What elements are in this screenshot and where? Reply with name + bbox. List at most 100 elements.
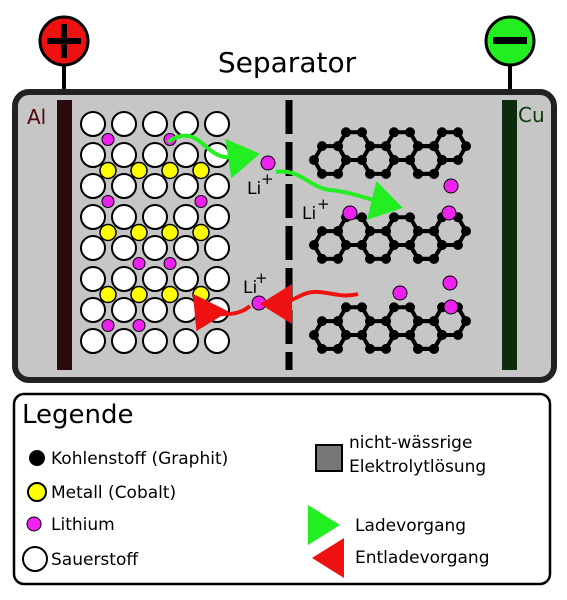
legend-charging: Ladevorgang — [308, 505, 466, 545]
charge-arrow-anode — [275, 169, 403, 220]
carbon-atom — [333, 253, 343, 264]
carbon-atom — [333, 343, 343, 354]
carbon-atom — [317, 343, 327, 354]
carbon-atom — [413, 226, 423, 237]
carbon-atom — [357, 302, 367, 313]
copper-collector — [502, 100, 517, 370]
cobalt-atom — [130, 285, 148, 304]
carbon-atom — [405, 302, 415, 313]
carbon-atom — [341, 302, 351, 313]
discharge-arrow-cathode — [192, 293, 252, 332]
carbon-atom — [405, 330, 415, 340]
legend-title: Legende — [22, 400, 134, 430]
oxygen-atom — [173, 266, 199, 292]
carbon-atom — [453, 155, 463, 165]
carbon-atom — [381, 343, 391, 354]
oxygen-atom — [142, 142, 168, 168]
oxygen-atom — [142, 328, 168, 354]
oxygen-atom — [111, 111, 137, 137]
lithium-ion — [442, 275, 458, 291]
lithium-ion — [342, 205, 358, 221]
carbon-atom — [413, 316, 423, 327]
carbon-atom — [365, 226, 375, 237]
oxygen-atom — [142, 204, 168, 230]
svg-text:nicht-wässrige: nicht-wässrige — [349, 433, 472, 453]
metal-swatch-icon — [27, 482, 47, 502]
carbon-atom — [341, 155, 351, 165]
oxygen-atom — [80, 204, 106, 230]
carbon-atom — [461, 141, 471, 152]
cobalt-atom — [192, 285, 210, 304]
oxygen-atom — [80, 297, 106, 323]
carbon-atom — [437, 127, 447, 138]
oxygen-atom — [173, 173, 199, 199]
carbon-atom — [357, 240, 367, 250]
cobalt-atom — [161, 161, 179, 180]
legend-oxygen: Sauerstoff — [22, 546, 139, 572]
carbon-atom — [341, 330, 351, 340]
carbon-atom — [317, 253, 327, 264]
carbon-atom — [317, 168, 327, 179]
carbon-atom — [317, 141, 327, 152]
carbon-atom — [413, 343, 423, 354]
cobalt-atom — [99, 285, 117, 304]
svg-text:Entladevorgang: Entladevorgang — [355, 548, 490, 568]
carbon-atom — [413, 141, 423, 152]
oxygen-atom — [111, 328, 137, 354]
li-label-3: Li + — [243, 269, 268, 298]
carbon-atom — [429, 316, 439, 327]
legend-discharging: Entladevorgang — [312, 538, 490, 578]
lithium-atom — [101, 195, 115, 208]
oxygen-atom — [204, 328, 230, 354]
lithium-ion — [251, 295, 267, 311]
oxygen-atom — [204, 266, 230, 292]
cobalt-atom — [192, 161, 210, 180]
carbon-atom — [453, 127, 463, 138]
svg-text:+: + — [261, 170, 274, 188]
svg-text:Sauerstoff: Sauerstoff — [51, 550, 139, 570]
oxygen-atom — [204, 235, 230, 261]
svg-text:+: + — [255, 269, 268, 287]
carbon-atom — [389, 302, 399, 313]
carbon-atom — [333, 168, 343, 179]
svg-text:Li: Li — [302, 204, 316, 224]
lithium-ion — [441, 205, 457, 221]
aluminium-collector — [57, 100, 72, 370]
carbon-atom — [381, 253, 391, 264]
carbon-atom — [365, 253, 375, 264]
carbon-atom — [357, 330, 367, 340]
carbon-atom — [333, 141, 343, 152]
carbon-atom — [309, 240, 319, 250]
oxygen-atom — [204, 173, 230, 199]
lithium-atom — [101, 319, 115, 332]
oxygen-atom — [173, 328, 199, 354]
carbon-atom — [365, 168, 375, 179]
legend-metal: Metall (Cobalt) — [27, 482, 176, 503]
carbon-atom — [389, 127, 399, 138]
carbon-atom — [317, 226, 327, 237]
oxygen-atom — [204, 204, 230, 230]
lithium-swatch-icon — [26, 516, 42, 532]
legend-box — [12, 392, 552, 586]
electrolyte-swatch-icon — [315, 444, 343, 472]
cobalt-atom — [99, 223, 117, 242]
svg-text:Li: Li — [243, 278, 257, 298]
svg-text:Metall (Cobalt): Metall (Cobalt) — [51, 483, 176, 503]
aluminium-label: Al — [27, 105, 46, 129]
carbon-atom — [429, 253, 439, 264]
oxygen-atom — [80, 266, 106, 292]
oxygen-atom — [142, 173, 168, 199]
oxygen-atom — [80, 142, 106, 168]
oxygen-atom — [142, 297, 168, 323]
discharge-arrow-anode — [260, 283, 359, 324]
carbon-atom — [413, 168, 423, 179]
separator-title: Separator — [218, 46, 357, 79]
lithium-atom — [132, 257, 146, 270]
lithium-ion — [260, 155, 276, 171]
carbon-atom — [333, 316, 343, 327]
oxygen-atom — [204, 111, 230, 137]
carbon-atom — [429, 226, 439, 237]
oxygen-atom — [80, 328, 106, 354]
